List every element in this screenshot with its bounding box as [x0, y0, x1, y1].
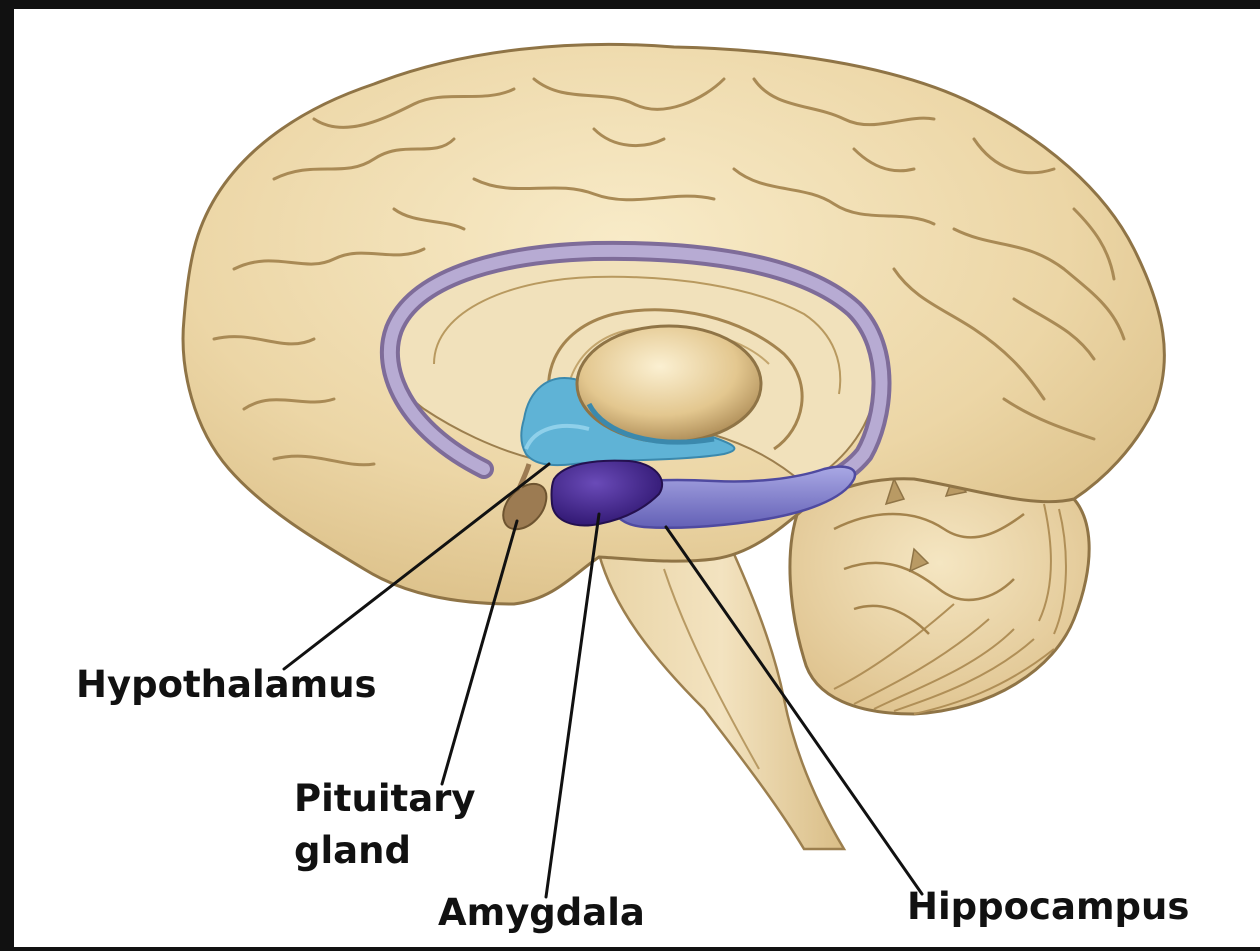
label-hypothalamus: Hypothalamus [76, 663, 377, 707]
brain-illustration [14, 9, 1260, 951]
label-amygdala: Amygdala [438, 891, 645, 935]
label-pituitary-line1: Pituitary [294, 777, 476, 821]
label-hippocampus: Hippocampus [907, 885, 1189, 929]
label-pituitary-line2: gland [294, 829, 411, 873]
